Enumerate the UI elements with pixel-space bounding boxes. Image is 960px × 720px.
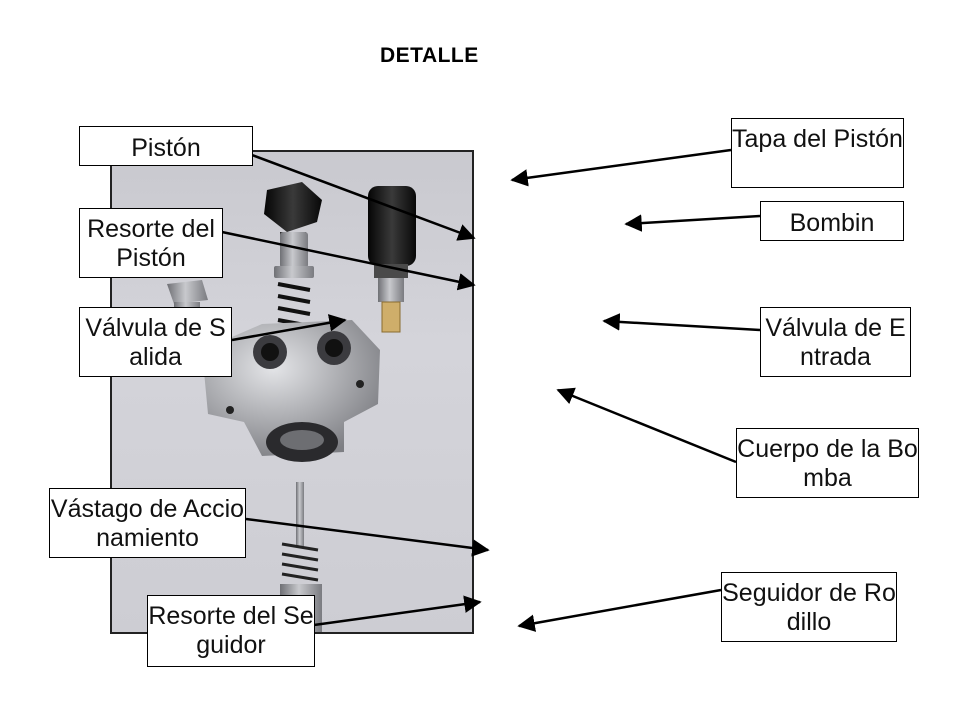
pump-body-part — [202, 320, 380, 462]
label-vastago: Vástago de Accionamiento — [49, 488, 246, 558]
bombin-part — [368, 186, 416, 333]
label-valvula-salida: Válvula de Salida — [79, 307, 232, 377]
piston-part — [274, 232, 314, 278]
arrow-valvula-entrada — [602, 313, 761, 332]
label-seguidor-rodillo: Seguidor de Rodillo — [721, 572, 897, 642]
diagram-title: DETALLE — [380, 44, 479, 67]
label-bombin: Bombin — [760, 201, 904, 241]
label-piston: Pistón — [79, 126, 253, 166]
actuating-rod-part — [296, 482, 304, 546]
arrow-cuerpo-bomba — [556, 387, 737, 464]
label-resorte-piston: Resorte del Pistón — [79, 208, 223, 278]
label-valvula-entrada: Válvula de Entrada — [760, 307, 911, 377]
label-cuerpo-bomba: Cuerpo de la Bomba — [736, 428, 919, 498]
label-resorte-seguidor: Resorte del Seguidor — [147, 595, 315, 667]
piston-spring-part — [277, 282, 311, 328]
arrow-tapa-piston — [510, 148, 732, 187]
label-tapa-piston: Tapa del Pistón — [731, 118, 904, 188]
follower-spring-part — [281, 542, 319, 582]
arrow-bombin — [624, 214, 761, 232]
arrow-seguidor-rodillo — [517, 588, 722, 632]
